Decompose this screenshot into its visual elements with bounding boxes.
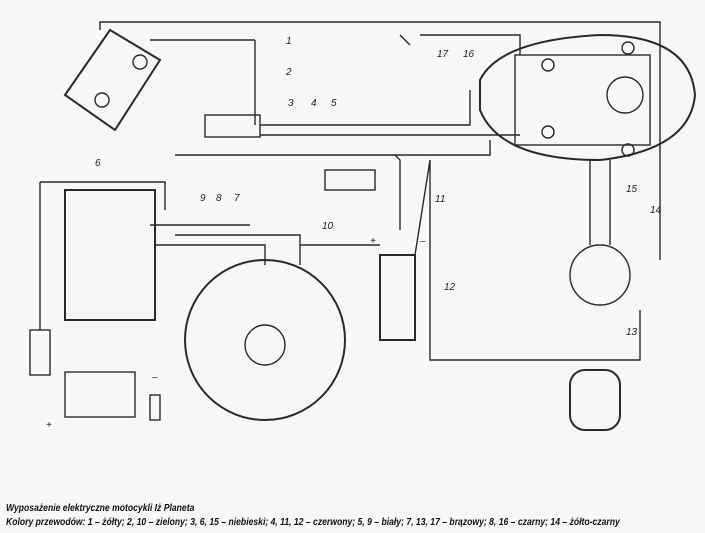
wiring-diagram-drawing: 1 2 3 4 5 6 7 8 9 10 11 12 13 14 15 16 1… xyxy=(29,21,697,431)
coil-minus-label: – xyxy=(419,236,426,247)
headlight-switch-panel xyxy=(514,54,651,146)
wire-17 xyxy=(420,34,521,55)
battery xyxy=(64,371,136,418)
spark-plug xyxy=(324,169,376,191)
indicator-lamp-1 xyxy=(541,58,555,72)
switch xyxy=(399,34,411,46)
headlight-bulb xyxy=(606,76,644,114)
caption-wire-colors: Kolory przewodów: 1 – żółty; 2, 10 – zie… xyxy=(6,516,620,528)
wire-label: 4 xyxy=(311,98,317,109)
wire-label: 15 xyxy=(626,184,638,195)
wire-label: 9 xyxy=(200,193,206,204)
indicator-lamp-2 xyxy=(621,41,635,55)
headlight-housing xyxy=(479,33,697,162)
battery-plus-label: + xyxy=(46,420,52,431)
wire-label: 2 xyxy=(285,67,292,78)
rear-lamp-2 xyxy=(94,92,110,108)
wire-label: 6 xyxy=(95,158,101,169)
wire-label: 5 xyxy=(331,98,337,109)
wire-label: 17 xyxy=(437,49,449,60)
ground-resistor xyxy=(149,394,161,421)
wire-12 xyxy=(414,159,641,361)
wire-label: 3 xyxy=(288,98,294,109)
ignition-coil xyxy=(379,254,416,341)
stop-light-switch xyxy=(204,114,261,138)
wire-label: 7 xyxy=(234,193,240,204)
wires-7-8-9 xyxy=(150,224,301,265)
caption-title: Wyposażenie elektryczne motocykli Iż Pla… xyxy=(6,502,195,514)
generator xyxy=(184,259,346,421)
indicator-lamp-4 xyxy=(541,125,555,139)
rotor xyxy=(244,324,286,366)
indicator-lamp-3 xyxy=(621,143,635,157)
wire-1 xyxy=(99,21,661,260)
wire-5 xyxy=(175,140,491,156)
hv-lead xyxy=(394,154,401,230)
wire-3 xyxy=(260,90,471,126)
wire-label: 16 xyxy=(463,49,475,60)
voltage-regulator xyxy=(64,189,156,321)
fuse xyxy=(29,329,51,376)
ignition-switch xyxy=(569,244,631,306)
wires-14-15 xyxy=(589,160,611,245)
wire-6 xyxy=(39,181,166,330)
horn xyxy=(569,369,621,431)
battery-minus-label: – xyxy=(151,372,158,383)
wire-label: 14 xyxy=(650,205,662,216)
wire-label: 13 xyxy=(626,327,638,338)
wire-label: 11 xyxy=(435,194,445,205)
wire-label: 10 xyxy=(322,221,334,232)
wire-label: 8 xyxy=(216,193,222,204)
wire-label: 1 xyxy=(286,36,292,47)
wire-label: 12 xyxy=(444,282,456,293)
coil-plus-label: + xyxy=(370,236,376,247)
rear-light-housing xyxy=(63,28,162,132)
rear-lamp-1 xyxy=(132,54,148,70)
wire-2 xyxy=(150,39,256,125)
